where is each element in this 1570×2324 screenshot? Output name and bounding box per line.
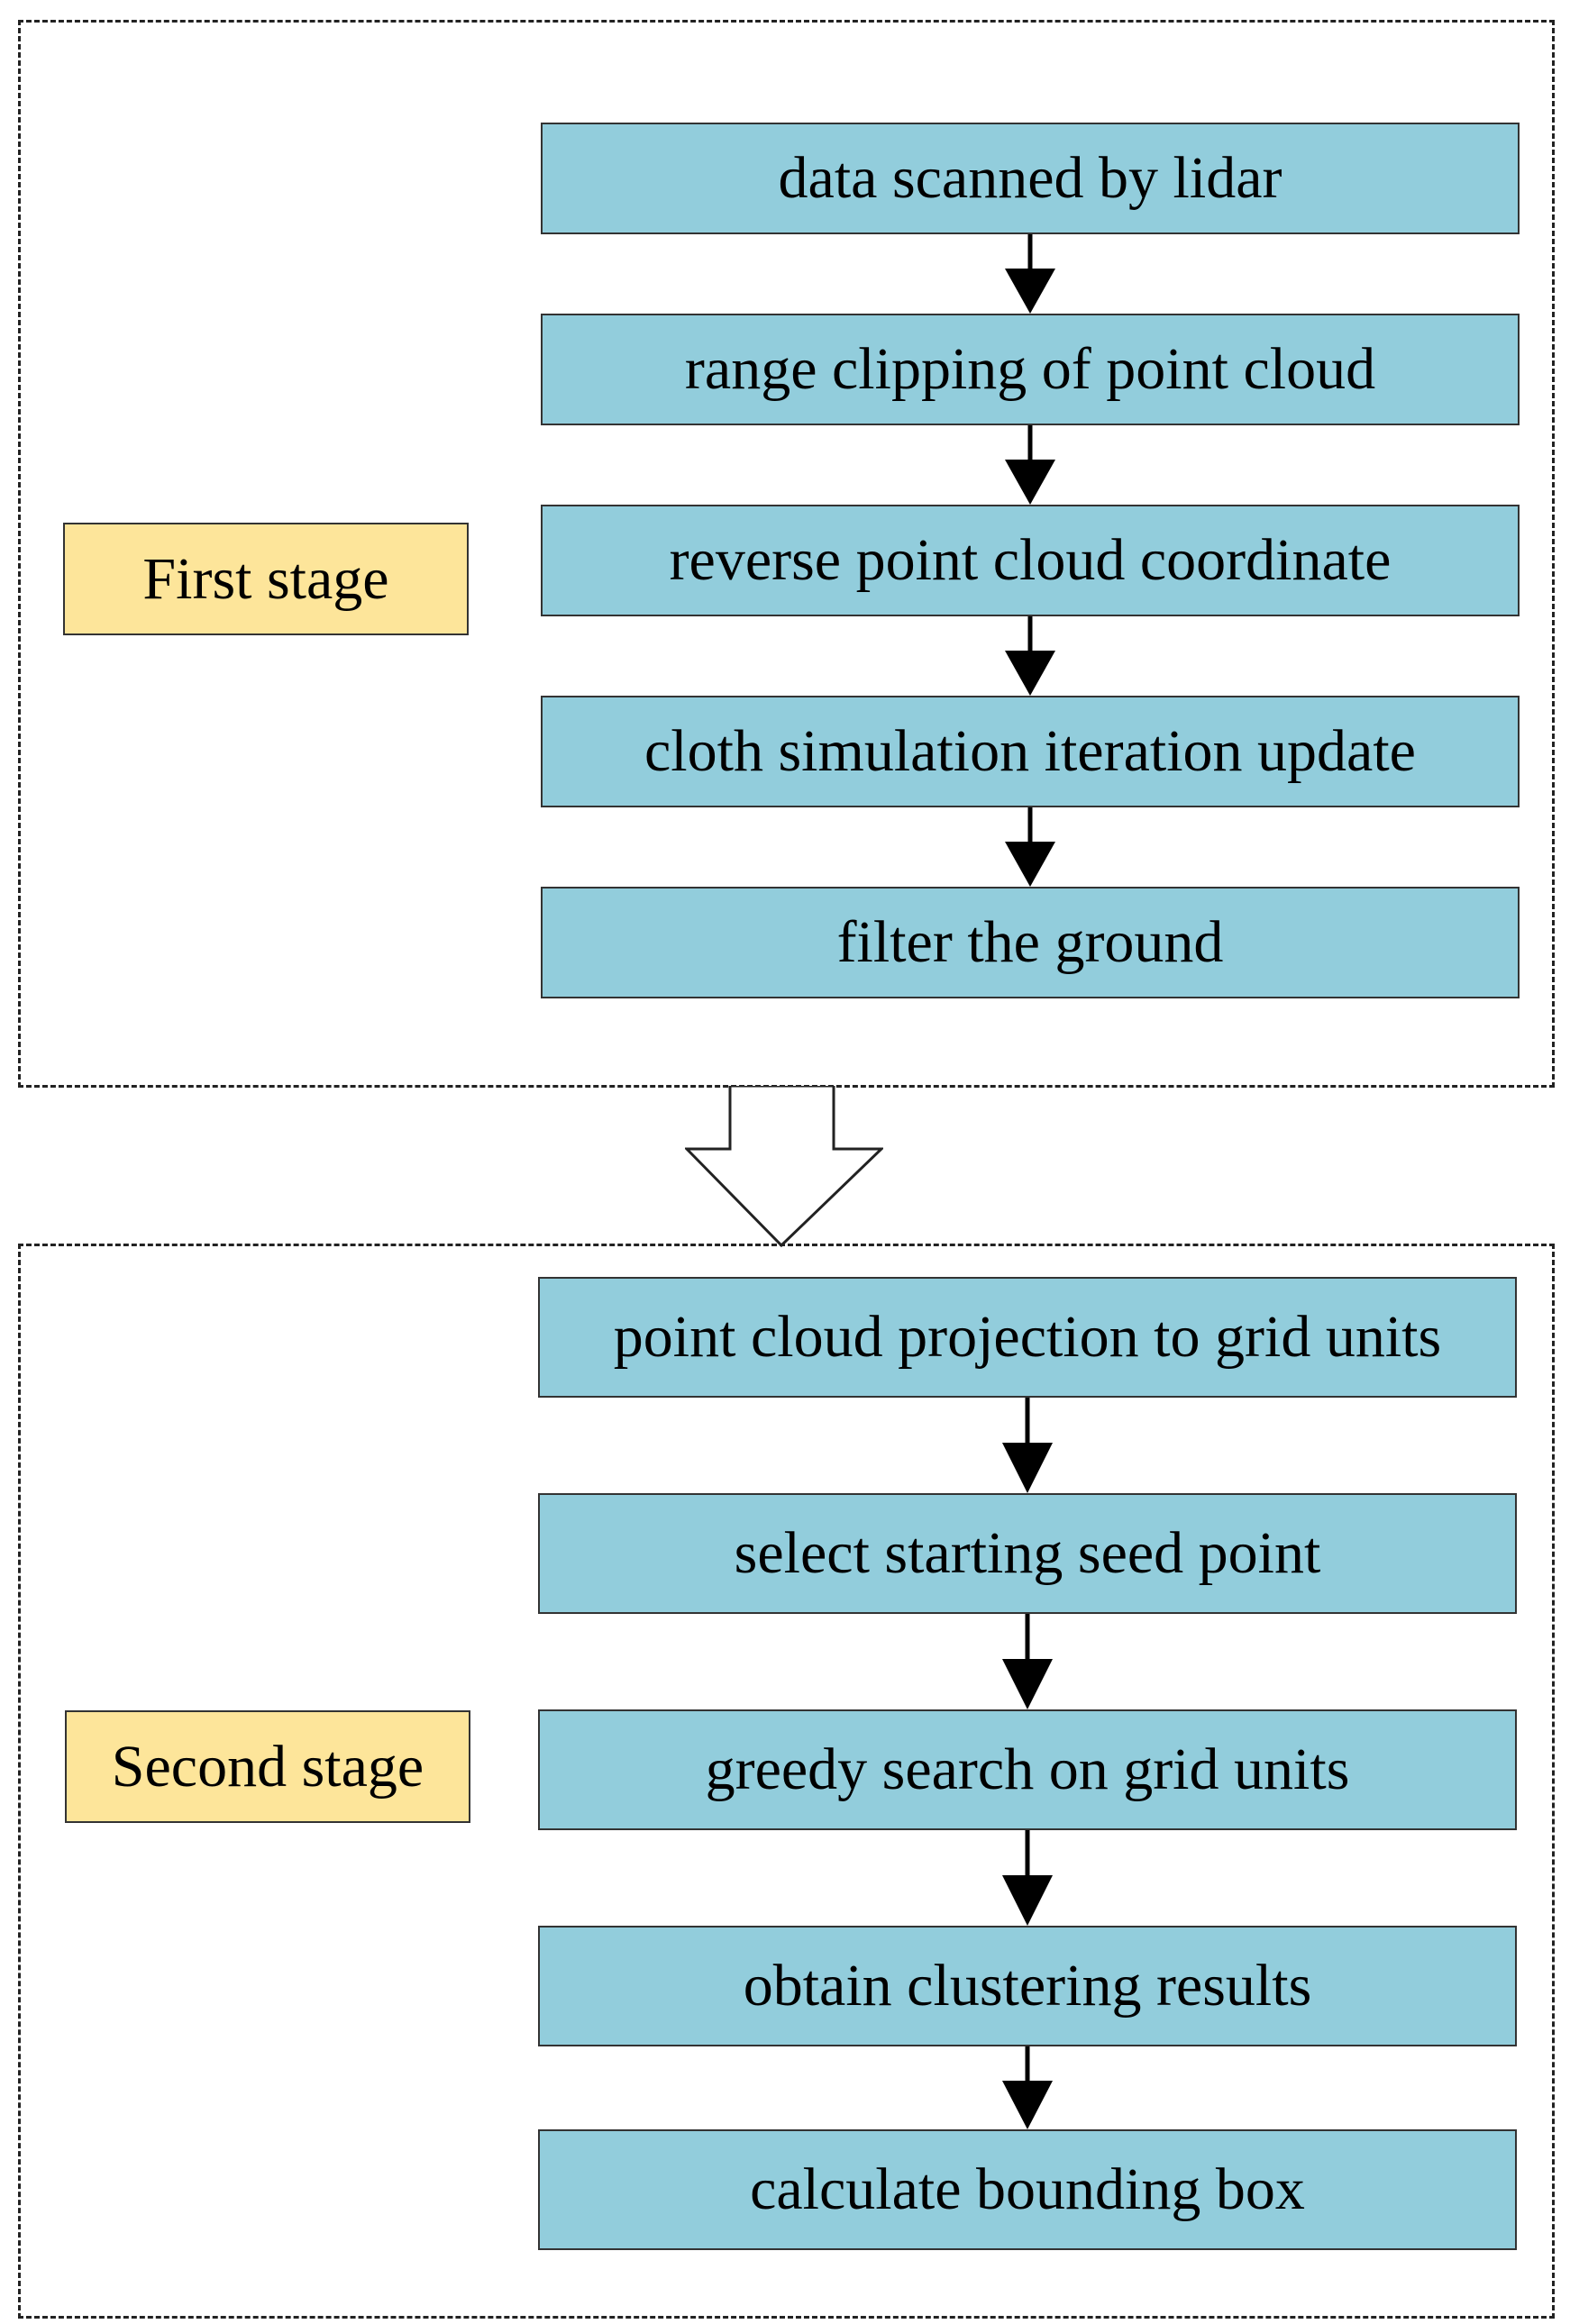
flow-arrow xyxy=(1000,2046,1054,2129)
step-bounding-box: calculate bounding box xyxy=(538,2129,1517,2250)
step-range-clipping: range clipping of point cloud xyxy=(541,314,1520,425)
stage-transition-arrow xyxy=(683,1084,885,1248)
step-greedy-search: greedy search on grid units xyxy=(538,1709,1517,1830)
step-seed-point: select starting seed point xyxy=(538,1493,1517,1614)
flow-arrow xyxy=(1000,1830,1054,1926)
second-stage-frame xyxy=(18,1244,1555,2319)
step-data-scanned: data scanned by lidar xyxy=(541,123,1520,234)
flow-arrow xyxy=(1003,425,1057,505)
first-stage-label: First stage xyxy=(63,523,469,635)
flow-arrow xyxy=(1003,616,1057,696)
flow-arrow xyxy=(1000,1398,1054,1493)
flow-arrow xyxy=(1000,1614,1054,1709)
flow-arrow xyxy=(1003,234,1057,314)
step-reverse-coordinate: reverse point cloud coordinate xyxy=(541,505,1520,616)
step-grid-projection: point cloud projection to grid units xyxy=(538,1277,1517,1398)
step-cloth-simulation: cloth simulation iteration update xyxy=(541,696,1520,807)
second-stage-label: Second stage xyxy=(65,1710,470,1823)
flow-arrow xyxy=(1003,807,1057,887)
step-filter-ground: filter the ground xyxy=(541,887,1520,998)
step-clustering-results: obtain clustering results xyxy=(538,1926,1517,2046)
